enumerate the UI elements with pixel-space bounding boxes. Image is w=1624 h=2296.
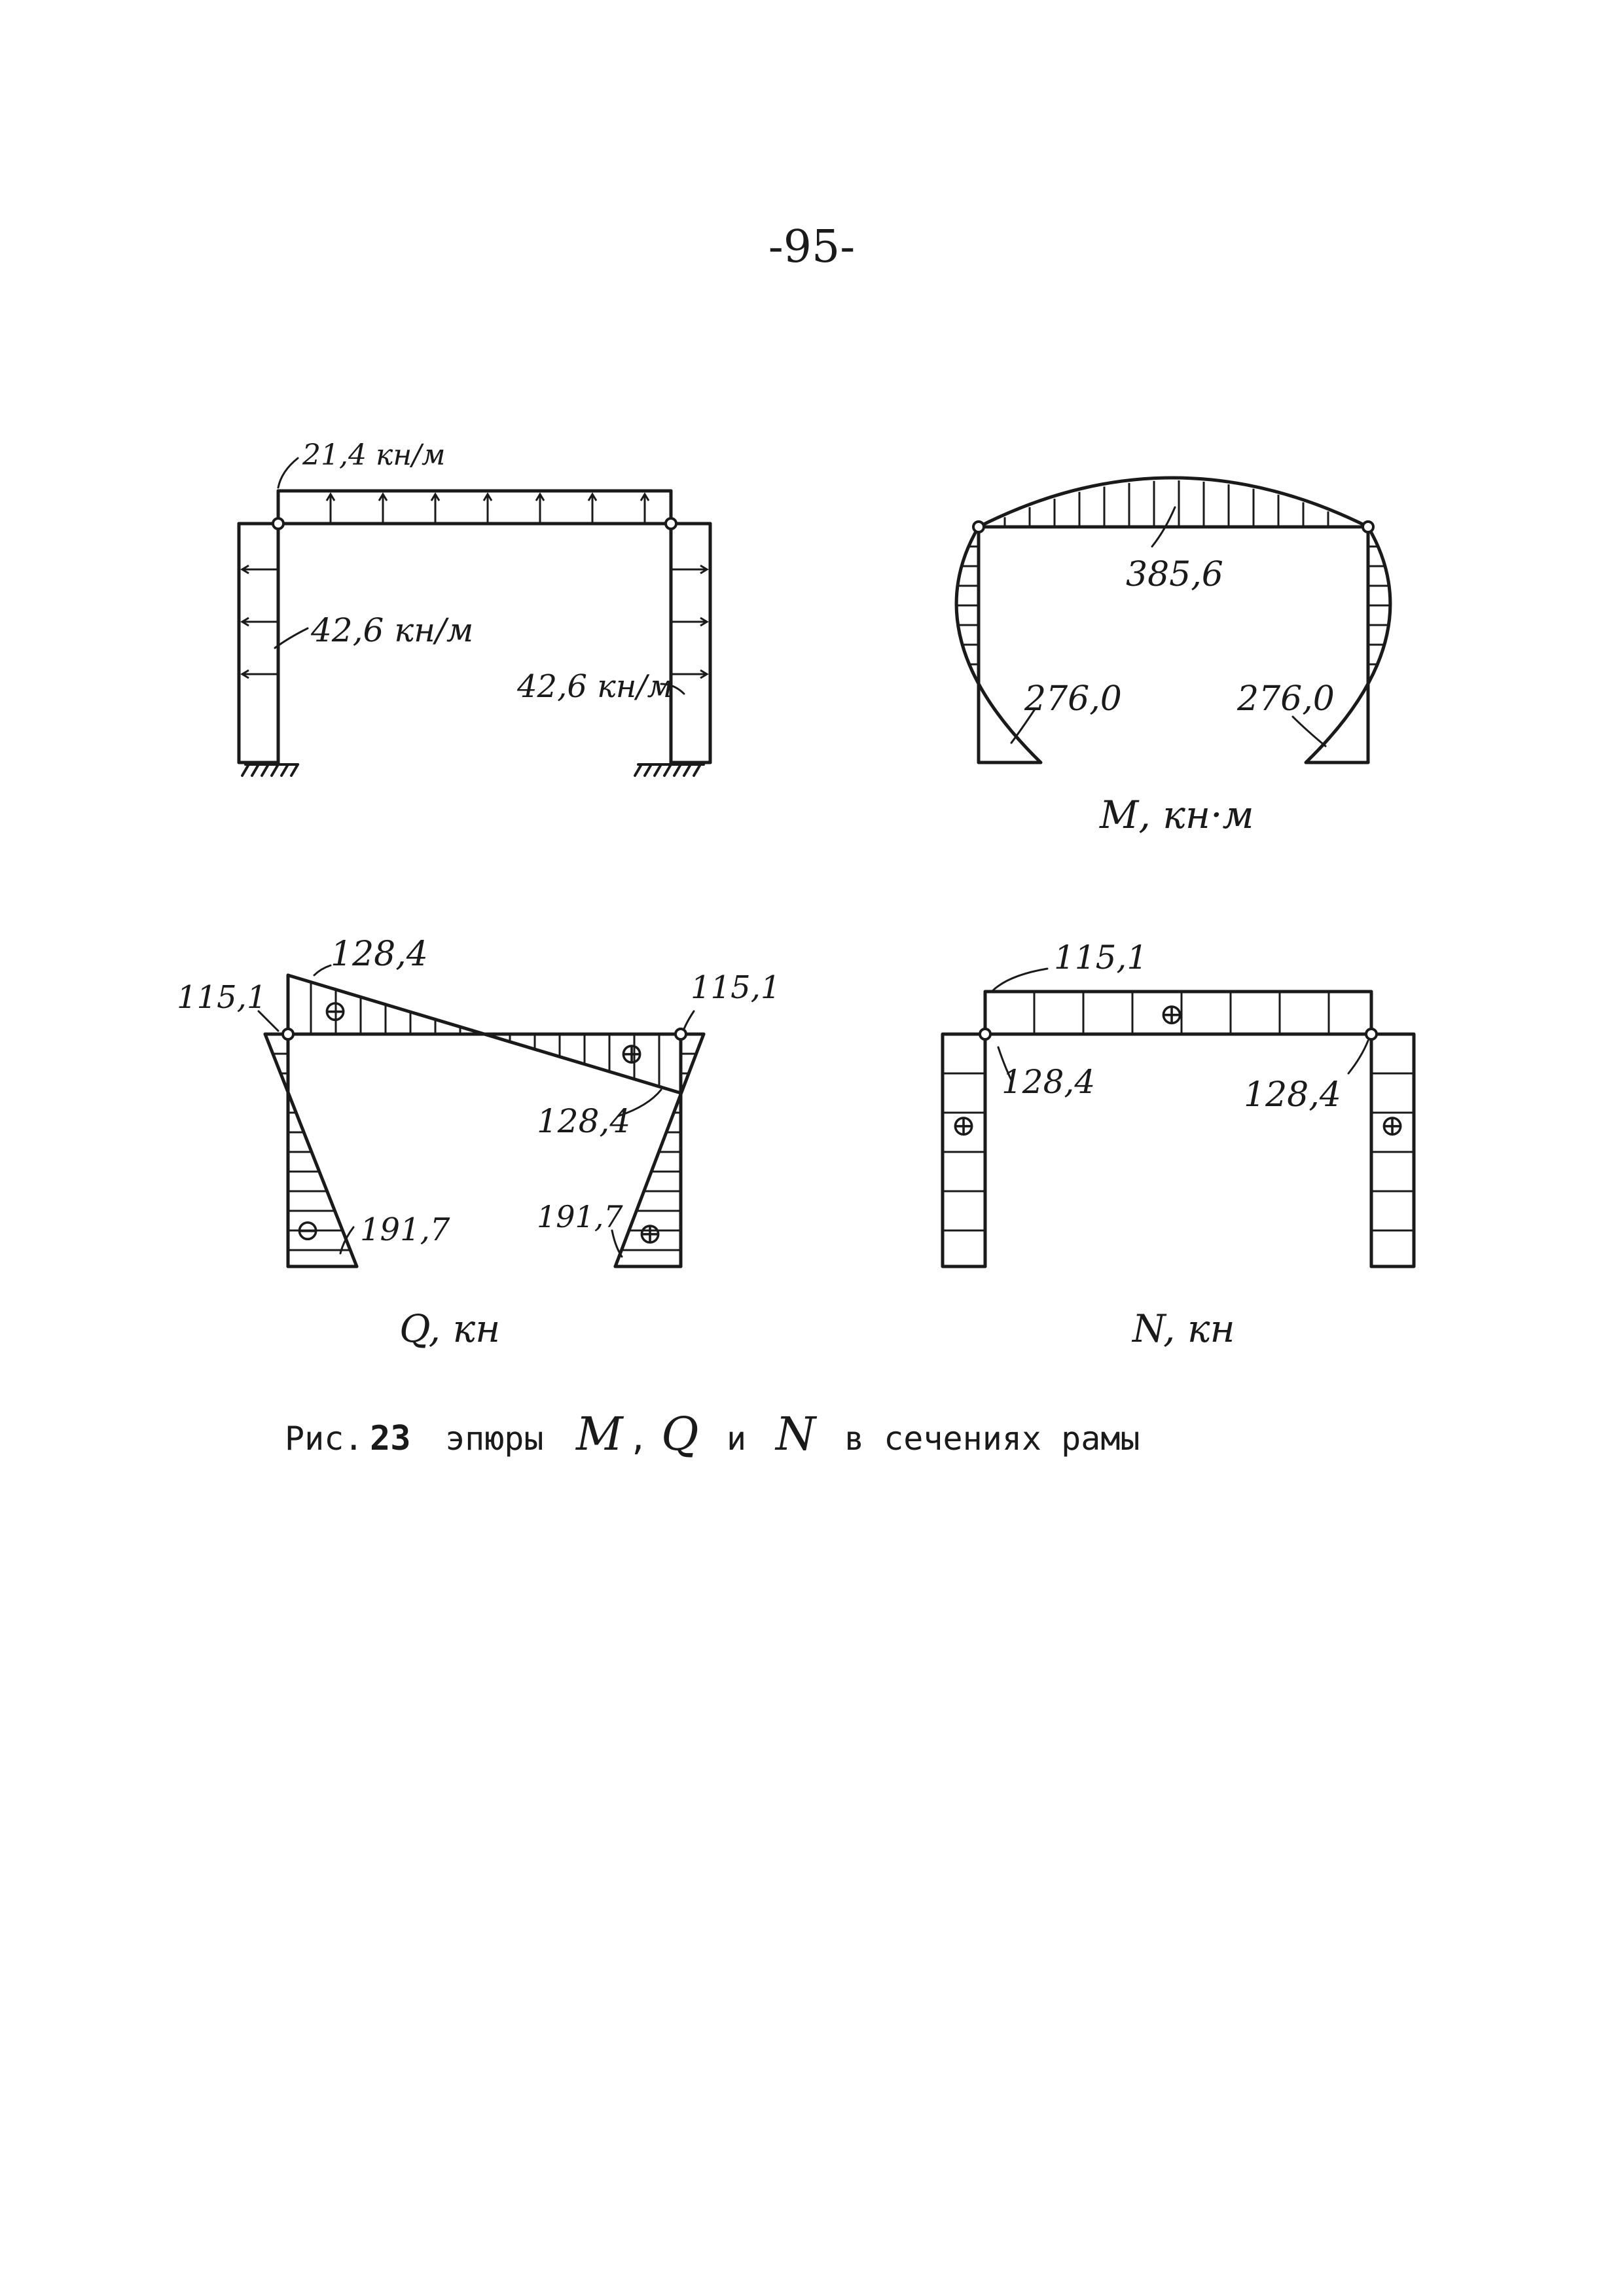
roof-load-label: 21,4 кн/м	[302, 439, 446, 472]
shear-left-top: 115,1	[177, 979, 266, 1016]
moment-hatching	[956, 480, 1390, 685]
normal-hatching	[943, 992, 1414, 1232]
frame-structure	[237, 489, 712, 764]
normal-sign-plus-beam: ⊕	[1159, 996, 1185, 1031]
moment-diagram-title: M, кн·м	[1099, 793, 1254, 837]
caption-n: N	[774, 1407, 818, 1461]
caption-number: 23	[370, 1419, 411, 1458]
shear-diagram: 115,1 115,1 128,4 128,4 191,7 191,7 ⊖ ⊕ …	[177, 935, 780, 1351]
shear-sign-minus-column: ⊖	[295, 1212, 321, 1247]
moment-right-value: 276,0	[1236, 679, 1335, 719]
moment-right-curve	[1304, 525, 1392, 764]
caption-comma: ,	[628, 1420, 648, 1458]
figure-caption: Рис. 23 эпюры M , Q и N в сечениях рамы	[285, 1407, 1140, 1461]
arrow-head	[378, 492, 388, 501]
arrow-head	[430, 492, 441, 501]
arrow-head	[240, 617, 249, 627]
shear-sign-plus-beam: ⊕	[619, 1035, 645, 1071]
wall-load-arrows	[240, 564, 709, 679]
load-scheme: 21,4 кн/м 42,6 кн/м 42,6 кн/м	[237, 439, 712, 777]
right-hinge	[664, 517, 677, 530]
shear-right-bottom: 191,7	[537, 1199, 623, 1234]
roof-load-arrows	[325, 492, 650, 524]
normal-sign-plus-left: ⊕	[951, 1107, 977, 1143]
left-wall-load-label: 42,6 кн/м	[310, 611, 473, 649]
normal-force-diagram: 115,1 128,4 128,4 ⊕ ⊕ ⊕ N, кн	[941, 939, 1416, 1351]
moment-left-value: 276,0	[1024, 679, 1122, 719]
normal-sign-plus-right: ⊕	[1380, 1107, 1405, 1143]
moment-beam-value: 385,6	[1126, 555, 1223, 594]
arrow-head	[240, 564, 249, 575]
normal-left-value: 128,4	[1001, 1063, 1095, 1101]
normal-diagram-title: N, кн	[1131, 1306, 1235, 1351]
arrow-head	[535, 492, 545, 501]
moment-beam-curve	[977, 476, 1370, 529]
arrow-head	[700, 564, 709, 575]
arrow-head	[640, 492, 650, 501]
shear-beam-left: 128,4	[331, 935, 428, 974]
left-hinge	[272, 517, 285, 530]
caption-text2: в сечениях рамы	[844, 1420, 1140, 1458]
arrow-head	[700, 669, 709, 679]
caption-m: M	[575, 1407, 624, 1461]
arrow-head	[587, 492, 598, 501]
normal-beam-value: 115,1	[1054, 939, 1147, 977]
right-wall-load-label: 42,6 кн/м	[516, 668, 673, 705]
caption-prefix: Рис.	[285, 1420, 363, 1458]
caption-text1: эпюры	[445, 1420, 544, 1458]
arrow-head	[700, 617, 709, 627]
shear-sign-plus-column: ⊕	[638, 1215, 663, 1251]
caption-q: Q	[661, 1407, 698, 1461]
shear-left-bottom: 191,7	[360, 1211, 450, 1248]
moment-diagram: 385,6 276,0 276,0 M, кн·м	[954, 476, 1392, 837]
page-number: -95-	[768, 221, 855, 273]
shear-right-top: 115,1	[691, 969, 780, 1006]
shear-sign-minus-beam: ⊖	[323, 993, 348, 1028]
left-fixed-support	[241, 763, 299, 777]
arrow-head	[240, 669, 249, 679]
shear-hatching	[272, 982, 696, 1251]
shear-beam-right: 128,4	[537, 1102, 630, 1140]
moment-left-curve	[954, 525, 1043, 764]
right-fixed-support	[634, 763, 705, 777]
normal-right-value: 128,4	[1244, 1075, 1341, 1115]
caption-and: и	[727, 1420, 746, 1458]
shear-diagram-title: Q, кн	[399, 1306, 500, 1351]
arrow-head	[482, 492, 493, 501]
arrow-head	[325, 492, 336, 501]
